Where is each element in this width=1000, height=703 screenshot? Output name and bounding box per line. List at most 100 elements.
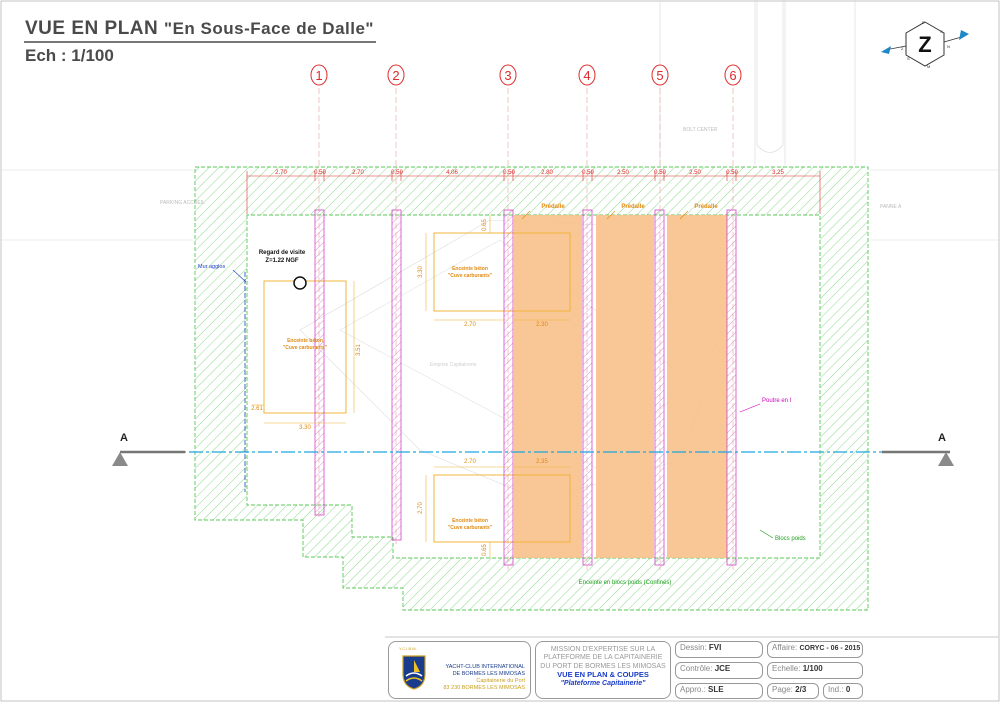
dessin-cell: Dessin: FVI (675, 641, 763, 658)
echelle-cell: Echelle: 1/100 (767, 662, 863, 679)
ind-value: 0 (845, 685, 851, 694)
section-arrow-left (112, 452, 128, 466)
svg-text:Z: Z (918, 32, 931, 57)
dim-top-10: 2.50 (689, 170, 701, 176)
mission-line-1: MISSION D'EXPERTISE SUR LA (550, 646, 656, 653)
section-label-right: A (938, 432, 946, 444)
scale-label: Ech : 1/100 (25, 46, 114, 65)
title-subtitle: "En Sous-Face de Dalle" (164, 19, 374, 38)
dim-top-12: 3.25 (772, 170, 784, 176)
controle-value: JCE (714, 664, 731, 673)
mission-line-3: DU PORT DE BORMES LES MIMOSAS (540, 662, 666, 670)
svg-text:3: 3 (504, 68, 511, 83)
svg-text:Z: Z (901, 46, 904, 51)
title-block: Y.C.I.B.M. YACHT-CLUB INTERNATIONAL DE B… (386, 639, 997, 701)
dim-tank3-width2: 2.35 (536, 459, 548, 465)
mission-line-2: PLATEFORME DE LA CAPITAINERIE (543, 654, 663, 662)
appro-cell: Appro.: SLE (675, 683, 763, 699)
svg-text:S: S (940, 29, 943, 34)
dim-tank2-offset: 0.65 (482, 219, 488, 231)
predalles (514, 215, 727, 558)
org-line-2: DE BORMES LES MIMOSAS (452, 671, 525, 677)
dim-top-6: 2.80 (541, 170, 553, 176)
page-cell: Page: 2/3 (767, 683, 819, 699)
label-blocs-poids: Blocs poids (775, 536, 806, 542)
dim-tank3-offset: 0.65 (482, 544, 488, 556)
label-predalle-1: Prédalle (541, 204, 565, 210)
tank3-label: Enceinte béton (452, 518, 488, 524)
view-subtitle: "Plateforme Capitainerie" (560, 679, 646, 687)
tank2-sublabel: "Cuve carburants" (448, 273, 493, 279)
view-title: VUE EN PLAN & COUPES (557, 670, 649, 680)
dim-top-9: 0.50 (654, 170, 666, 176)
ind-cell: Ind.: 0 (823, 683, 863, 699)
axis-marker-2: 2 (387, 64, 405, 86)
dim-tank3-width: 2.70 (464, 459, 476, 465)
dim-tank2-width: 2.70 (464, 322, 476, 328)
label-regard-z: Z=1.22 NGF (265, 258, 299, 264)
echelle-value: 1/100 (802, 664, 823, 673)
dimension-chain-top: 2.70 0.50 2.70 0.50 4.06 0.50 2.80 0.50 … (246, 170, 821, 214)
axis-markers: 1 2 3 4 5 6 (310, 64, 742, 86)
dim-top-3: 0.50 (391, 170, 403, 176)
dim-top-0: 2.70 (275, 170, 287, 176)
dim-tank1-width: 3.30 (299, 425, 311, 431)
svg-text:E: E (922, 20, 925, 25)
dim-top-5: 0.50 (503, 170, 515, 176)
dim-tank1-offset: 2.61 (251, 406, 263, 412)
org-line-1: YACHT-CLUB INTERNATIONAL (445, 664, 525, 670)
svg-text:5: 5 (656, 68, 663, 83)
label-predalle-2: Prédalle (621, 204, 645, 210)
label-predalle-3: Prédalle (694, 204, 718, 210)
axis-marker-3: 3 (499, 64, 517, 86)
label-regard: Regard de visite (259, 250, 306, 256)
controle-cell: Contrôle: JCE (675, 662, 763, 679)
poutres (314, 209, 737, 566)
svg-text:6: 6 (729, 68, 736, 83)
tank2-label: Enceinte béton (452, 266, 488, 272)
svg-text:2: 2 (392, 68, 399, 83)
bg-label-right: PANNE A (880, 204, 902, 210)
page-title: VUE EN PLAN "En Sous-Face de Dalle" (25, 18, 374, 40)
svg-text:M: M (927, 64, 930, 69)
axis-marker-6: 6 (724, 64, 742, 86)
dimensions-inner (252, 215, 570, 558)
dim-top-4: 4.06 (446, 170, 458, 176)
affaire-value: CORYC - 06 - 2015 (799, 645, 861, 652)
org-line-3: Capitainerie du Port (476, 678, 525, 684)
club-logo-icon (402, 655, 426, 690)
axis-marker-1: 1 (310, 64, 328, 86)
dim-tank1-height: 3.51 (356, 344, 362, 356)
dim-tank3-height: 2.70 (418, 502, 424, 514)
bg-label-top: BOLT CENTER (683, 127, 718, 133)
svg-text:S: S (907, 56, 910, 61)
org-line-4: 83 230 BORMES LES MIMOSAS (443, 685, 525, 691)
title-block-org: Y.C.I.B.M. YACHT-CLUB INTERNATIONAL DE B… (388, 641, 531, 699)
dessin-value: FVI (708, 643, 722, 652)
svg-text:N: N (947, 44, 950, 49)
tanks (263, 232, 571, 543)
bg-label-left: PARKING ACCUEIL (160, 200, 205, 206)
axis-marker-5: 5 (651, 64, 669, 86)
section-line-a (112, 450, 954, 466)
affaire-cell: Affaire: CORYC - 06 - 2015 (767, 641, 863, 658)
axis-marker-4: 4 (578, 64, 596, 86)
svg-text:4: 4 (583, 68, 590, 83)
regard-circle-icon (293, 276, 307, 290)
page-value: 2/3 (795, 685, 807, 694)
bg-label-center: Emprise Capitainerie (430, 362, 477, 368)
label-poutre: Poutre en I (762, 398, 792, 404)
axis-lines (318, 88, 734, 570)
title-underline (24, 41, 376, 43)
label-enceinte-blocs: Enceinte en blocs poids (Confinés) (579, 580, 672, 586)
appro-value: SLE (708, 685, 724, 694)
compass-icon: Z E S M N Z S (881, 20, 969, 69)
tank1-label: Enceinte béton (287, 338, 323, 344)
dim-tank2-width2: 2.30 (536, 322, 548, 328)
logo-text: Y.C.I.B.M. (399, 646, 417, 651)
tank1-sublabel: "Cuve carburants" (283, 345, 328, 351)
dim-top-8: 2.50 (617, 170, 629, 176)
dim-tank2-height: 3.30 (418, 266, 424, 278)
